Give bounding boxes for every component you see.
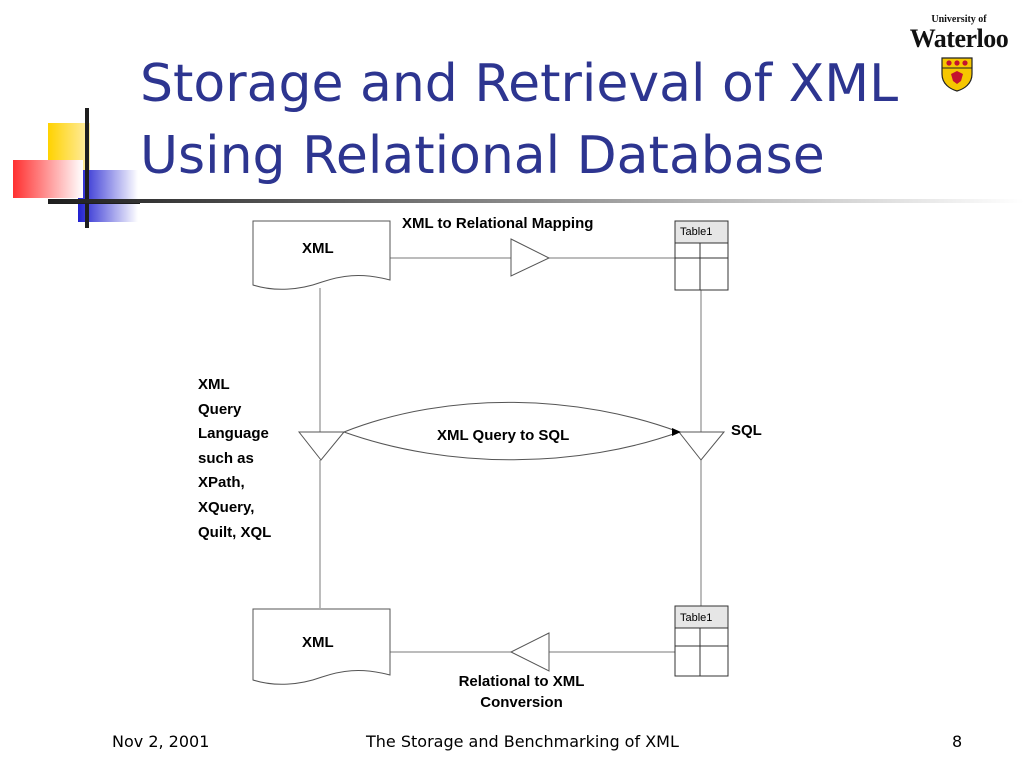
xml-document-bottom [252,608,391,685]
xml-document-top [252,220,391,290]
query-to-sql-label: XML Query to SQL [437,427,570,444]
sql-label: SQL [731,422,762,439]
conversion-merge-triangle [509,632,550,672]
logo-line-small: University of [931,14,987,25]
query-merge-triangle-left [297,431,346,461]
table-top-label: Table1 [680,226,713,238]
page-number: 8 [952,732,963,751]
table-top [674,220,729,291]
relational-to-xml-line: Relational to XML [458,673,585,690]
arrowhead-icon [672,428,681,436]
university-logo: University of Waterloo [904,14,1014,92]
query-language-line: XQuery, [198,498,255,516]
query-language-line: Query [198,400,242,418]
logo-line-big: Waterloo [909,24,1009,53]
mapping-label: XML to Relational Mapping [402,215,594,232]
slide-title: Storage and Retrieval of XML Using Relat… [140,48,898,192]
footer-date: Nov 2, 2001 [112,732,210,751]
xml-document-bottom-label: XML [302,634,334,651]
relational-to-xml-label: Relational to XML Conversion [430,671,613,713]
crest-icon [941,57,973,92]
slide-title-line-1: Storage and Retrieval of XML [140,54,899,114]
xml-document-top-label: XML [302,240,334,257]
query-merge-triangle-right [677,431,726,461]
query-language-line: Quilt, XQL [198,523,272,541]
query-language-line: XPath, [198,474,245,492]
mapping-merge-triangle [510,238,551,277]
query-language-label: XML Query Language such as XPath, XQuery… [198,373,271,545]
slide-title-line-2: Using Relational Database [140,126,825,186]
query-language-line: such as [198,449,254,467]
table-bottom-label: Table1 [680,612,713,624]
table-bottom [674,605,729,677]
title-underline [48,199,1024,203]
red-square [13,160,83,198]
footer-title: The Storage and Benchmarking of XML [366,732,679,751]
query-language-line: Language [198,425,269,443]
relational-to-xml-line: Conversion [480,694,563,711]
query-language-line: XML [198,376,230,393]
